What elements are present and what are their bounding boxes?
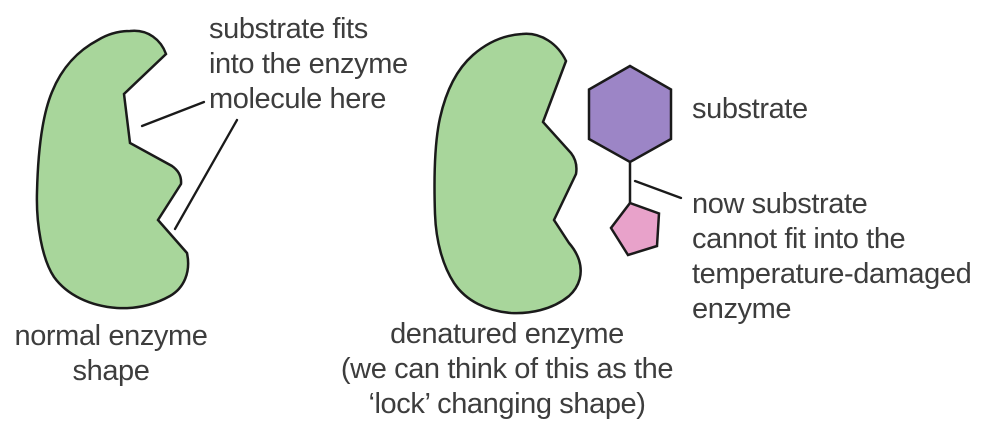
leader-line-active-site-upper	[140, 100, 206, 128]
denatured-enzyme-caption: denatured enzyme (we can think of this a…	[340, 318, 674, 420]
substrate-pentagon	[609, 201, 661, 257]
leader-line-active-site-lower	[173, 118, 239, 231]
substrate-fits-annotation: substrate fits into the enzyme molecule …	[209, 13, 408, 115]
now-substrate-annotation: now substrate cannot fit into the temper…	[692, 188, 972, 325]
substrate-hexagon	[587, 64, 673, 164]
leader-line-now-substrate	[633, 179, 683, 200]
substrate-label: substrate	[692, 93, 808, 125]
normal-enzyme-caption: normal enzyme shape	[14, 320, 208, 387]
denatured-enzyme-shape	[433, 32, 582, 315]
normal-enzyme-shape	[35, 29, 190, 310]
